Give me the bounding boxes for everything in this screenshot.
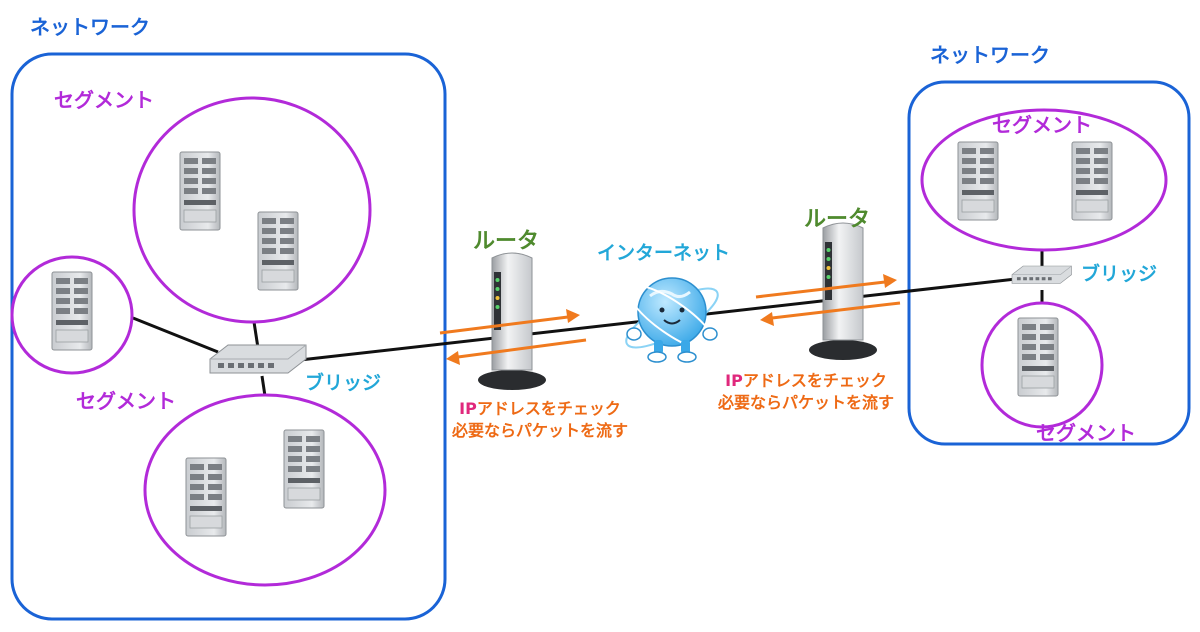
- arrow-right-router-left-head: [760, 312, 774, 326]
- left-network-title: ネットワーク: [30, 15, 150, 39]
- segment-single-circle: [10, 255, 134, 375]
- server-icon: [179, 151, 221, 231]
- left-segment-label-bottom: セグメント: [76, 389, 176, 413]
- right-segment-label-top: セグメント: [992, 113, 1092, 137]
- link-lower-segment: [260, 375, 267, 397]
- left-bridge-label: ブリッジ: [305, 372, 382, 394]
- globe-mascot-icon: [625, 277, 719, 363]
- segment-lower-circle: [143, 393, 387, 587]
- server-icon: [185, 457, 227, 537]
- arrow-left-router-left: [457, 338, 587, 359]
- right-bridge-label: ブリッジ: [1081, 263, 1158, 285]
- right-segment-label-bottom: セグメント: [1036, 421, 1136, 445]
- bridge-icon: [209, 344, 307, 374]
- arrow-right-router-right-head: [883, 274, 897, 288]
- server-icon: [1017, 317, 1059, 397]
- right-router-note-ip: IP: [725, 371, 743, 390]
- arrow-right-router-right: [755, 280, 886, 299]
- server-icon: [257, 211, 299, 291]
- right-router-note-line1: アドレスをチェック: [742, 371, 887, 390]
- right-network-box: [907, 80, 1191, 446]
- server-icon: [1071, 141, 1113, 221]
- segment-upper-circle: [132, 96, 372, 324]
- right-network-title: ネットワーク: [930, 43, 1050, 67]
- arrow-left-router-right-head: [566, 309, 580, 323]
- bridge-icon: [1011, 265, 1072, 284]
- right-router-note: IPアドレスをチェック 必要ならパケットを流す: [706, 370, 906, 414]
- packet-arrows: [439, 274, 901, 365]
- segment-right-lower-circle: [980, 301, 1104, 429]
- link-upper-segment: [252, 321, 260, 349]
- segment-right-upper-circle: [920, 108, 1168, 252]
- left-segment-label-top: セグメント: [54, 88, 154, 112]
- left-network-box: [10, 52, 447, 621]
- left-router-label: ルータ: [473, 229, 540, 254]
- server-icon: [283, 429, 325, 509]
- right-router-note-line2: 必要ならパケットを流す: [717, 393, 894, 412]
- arrow-right-router-left: [771, 301, 901, 320]
- server-icon: [957, 141, 999, 221]
- left-router-note-line2: 必要ならパケットを流す: [451, 421, 628, 440]
- left-router-note-ip: IP: [459, 399, 477, 418]
- right-router-label: ルータ: [804, 207, 871, 232]
- link-left-server: [132, 316, 219, 354]
- internet-label: インターネット: [597, 242, 731, 264]
- arrow-left-router-right: [439, 315, 569, 335]
- router-icon: [808, 222, 878, 361]
- left-router-note: IPアドレスをチェック 必要ならパケットを流す: [440, 398, 640, 442]
- server-icon: [51, 271, 93, 351]
- arrow-left-router-left-head: [446, 351, 460, 365]
- left-router-note-line1: アドレスをチェック: [476, 399, 621, 418]
